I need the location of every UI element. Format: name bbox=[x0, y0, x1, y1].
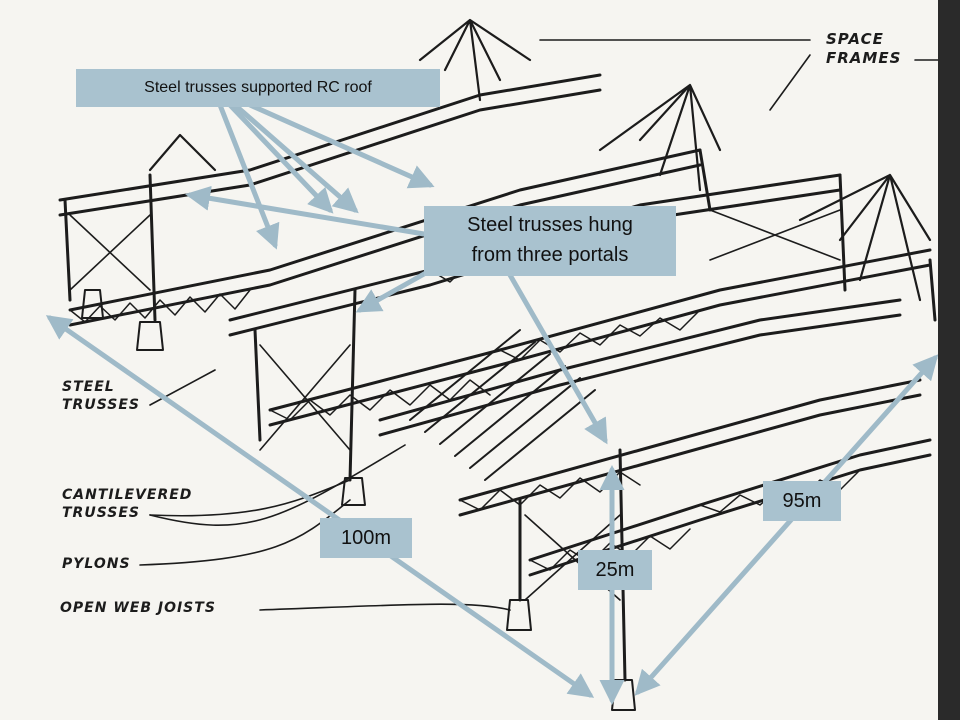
label-steel-trusses-line1: STEEL bbox=[62, 379, 115, 395]
label-space-frames-line1: SPACE bbox=[826, 30, 884, 48]
page-edge-strip bbox=[938, 0, 960, 720]
label-open-web-joists: OPEN WEB JOISTS bbox=[60, 600, 216, 616]
label-steel-trusses: STEEL TRUSSES bbox=[62, 378, 140, 414]
dimension-25m: 25m bbox=[578, 550, 652, 590]
label-cantilevered-line2: TRUSSES bbox=[62, 505, 141, 521]
space-frames bbox=[148, 18, 932, 302]
callout-hung-trusses: Steel trusses hung from three portals bbox=[424, 206, 676, 276]
label-cantilevered-trusses: CANTILEVERED TRUSSES bbox=[62, 486, 192, 522]
label-steel-trusses-line2: TRUSSES bbox=[62, 397, 141, 413]
callout-hung-line2: from three portals bbox=[471, 244, 629, 266]
label-space-frames: SPACE FRAMES bbox=[826, 30, 901, 68]
label-pylons: PYLONS bbox=[62, 556, 131, 572]
callout-hung-line1: Steel trusses hung bbox=[467, 214, 633, 236]
label-cantilevered-line1: CANTILEVERED bbox=[62, 487, 193, 503]
dimension-95m: 95m bbox=[763, 481, 841, 521]
callout-rc-roof: Steel trusses supported RC roof bbox=[76, 69, 440, 107]
label-space-frames-line2: FRAMES bbox=[826, 49, 902, 67]
dimension-100m: 100m bbox=[320, 518, 412, 558]
callout-arrows bbox=[45, 102, 939, 705]
